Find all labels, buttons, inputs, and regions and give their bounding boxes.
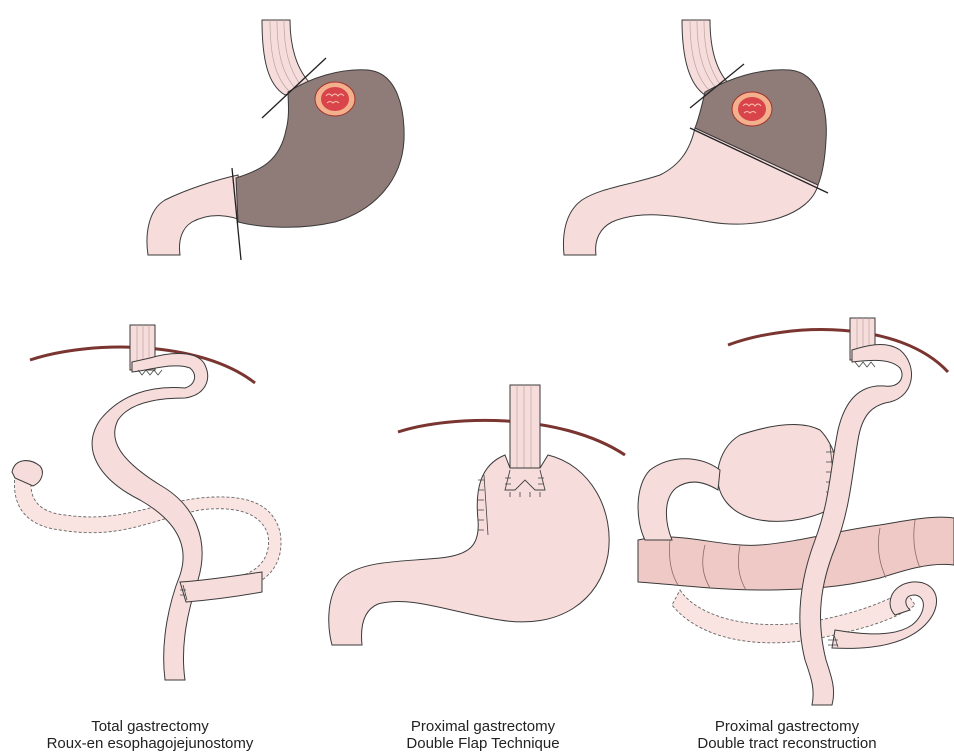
diaphragm [728,330,948,372]
reconstruction-double-tract [638,318,954,705]
caption-subtitle: Double Flap Technique [333,735,633,752]
esophagus [510,385,540,470]
tumor [732,92,772,126]
duodenum [147,175,246,255]
caption-title: Proximal gastrectomy [333,718,633,735]
remnant-stomach [718,425,842,522]
transverse-colon [638,517,954,590]
caption-title: Proximal gastrectomy [637,718,937,735]
tumor [315,82,355,116]
remnant-stomach [329,455,609,645]
caption-double-flap: Proximal gastrectomy Double Flap Techniq… [333,718,633,752]
stomach-total-gastrectomy-before [147,20,404,260]
reconstruction-double-flap [329,385,625,645]
caption-subtitle: Roux-en esophagojejunostomy [0,735,300,752]
reconstruction-roux-en-y [12,325,281,680]
stomach-proximal-gastrectomy-before [563,20,828,255]
caption-double-tract: Proximal gastrectomy Double tract recons… [637,718,937,752]
jejunal-loop [638,459,720,540]
caption-total-gastrectomy: Total gastrectomy Roux-en esophagojejuno… [0,718,300,752]
caption-subtitle: Double tract reconstruction [637,735,937,752]
caption-title: Total gastrectomy [0,718,300,735]
